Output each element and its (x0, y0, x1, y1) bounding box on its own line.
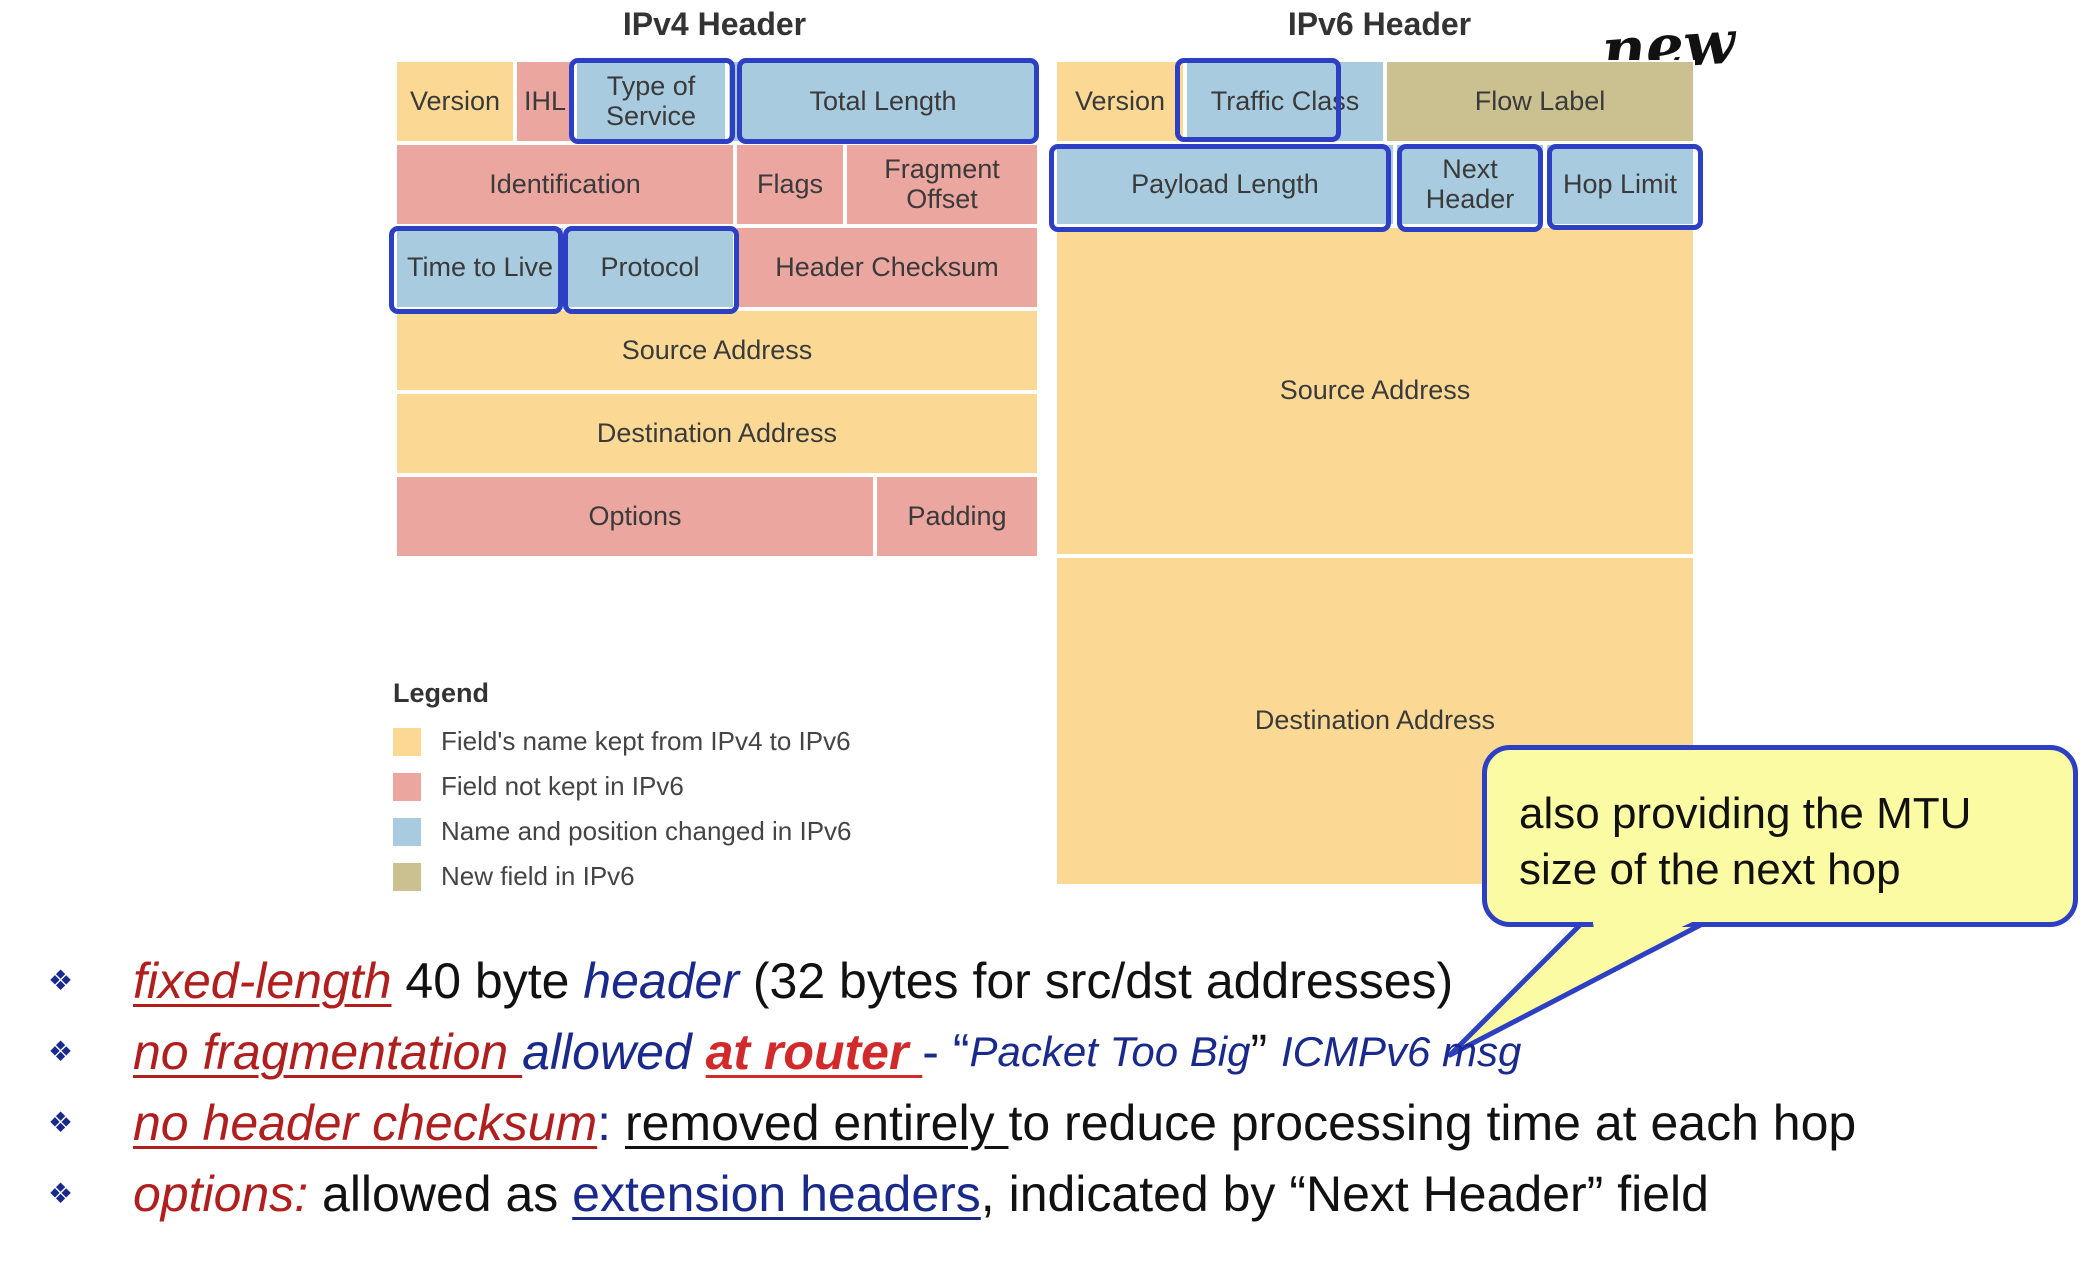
bullet-text: : (597, 1094, 625, 1151)
legend-swatch-new (393, 862, 421, 891)
ipv4-destination-address: Destination Address (395, 392, 1039, 475)
ipv6-version: Version (1055, 60, 1185, 143)
bullet-icon: ❖ (48, 1178, 74, 1209)
bullet-text: (32 bytes for src/dst addresses) (739, 952, 1454, 1009)
bullet-text: allowed (522, 1023, 706, 1080)
bullet-text: options: (133, 1165, 309, 1222)
ipv4-ihl: IHL (515, 60, 575, 143)
bullet-text: to reduce processing time at each hop (1008, 1094, 1857, 1151)
bullet-no-fragmentation: ❖ no fragmentation allowed at router - “… (42, 1016, 1856, 1087)
ipv4-fragment-offset: Fragment Offset (845, 143, 1039, 226)
bullet-fixed-length: ❖ fixed-length 40 byte header (32 bytes … (42, 945, 1856, 1016)
bullet-icon: ❖ (48, 1107, 74, 1138)
ipv4-time-to-live: Time to Live (395, 226, 565, 309)
bullet-text: , indicated by “Next Header” field (980, 1165, 1709, 1222)
bullet-text: allowed as (308, 1165, 573, 1222)
legend-label: Name and position changed in IPv6 (441, 816, 852, 846)
legend-label: Field not kept in IPv6 (441, 771, 684, 801)
highlight-total-length (737, 58, 1039, 144)
ipv4-flags: Flags (735, 143, 845, 226)
legend-label: Field's name kept from IPv4 to IPv6 (441, 726, 851, 756)
ipv6-destination-address: Destination Address (1055, 556, 1695, 886)
legend-title: Legend (393, 678, 490, 708)
legend-item-changed: Name and position changed in IPv6 (393, 809, 852, 854)
bullet-text: - “ (922, 1023, 970, 1080)
bullet-no-header-checksum: ❖ no header checksum : removed entirely … (42, 1087, 1856, 1158)
highlight-traffic-class (1175, 58, 1341, 142)
header-comparison-figure: IPv4 Header IPv6 Header new Version IHL … (387, 0, 1738, 900)
highlight-protocol (563, 226, 739, 314)
ipv4-type-of-service: Type of Service (575, 60, 727, 143)
legend-swatch-changed (393, 817, 421, 846)
bullet-options: ❖ options: allowed as extension headers … (42, 1158, 1856, 1229)
ipv6-next-header: Next Header (1395, 143, 1545, 226)
ipv4-options: Options (395, 475, 875, 558)
ipv4-source-address: Source Address (395, 309, 1039, 392)
ipv6-title: IPv6 Header (1287, 6, 1472, 42)
highlight-next-header (1397, 144, 1543, 232)
legend-item-kept: Field's name kept from IPv4 to IPv6 (393, 719, 852, 764)
legend-swatch-kept (393, 727, 421, 756)
legend-label: New field in IPv6 (441, 861, 635, 891)
ipv4-padding: Padding (875, 475, 1039, 558)
bullet-text: no header checksum (133, 1094, 598, 1151)
ipv6-source-address: Source Address (1055, 226, 1695, 556)
highlight-time-to-live (389, 226, 563, 314)
bullet-icon: ❖ (48, 965, 74, 996)
bullet-text: header (583, 952, 739, 1009)
bullet-text: removed entirely (624, 1094, 1009, 1151)
ipv6-payload-length: Payload Length (1055, 143, 1395, 226)
bullet-text: Packet Too Big (969, 1027, 1251, 1075)
highlight-payload-length (1049, 144, 1391, 232)
bullet-icon: ❖ (48, 1036, 74, 1067)
ipv4-header-checksum: Header Checksum (735, 226, 1039, 309)
highlight-type-of-service (569, 58, 735, 144)
mtu-callout: also providing the MTU size of the next … (1482, 745, 2078, 927)
legend: Legend Field's name kept from IPv4 to IP… (393, 678, 852, 899)
ipv6-traffic-class: Traffic Class (1185, 60, 1385, 143)
callout-text: also providing the MTU size of the next … (1519, 789, 1972, 894)
highlight-hop-limit (1547, 144, 1703, 230)
ipv4-identification: Identification (395, 143, 735, 226)
bullet-text: fixed-length (133, 952, 392, 1009)
ipv4-title: IPv4 Header (622, 6, 807, 42)
bullet-text: ” (1250, 1023, 1282, 1080)
ipv6-hop-limit: Hop Limit (1545, 143, 1695, 226)
legend-swatch-not-kept (393, 772, 421, 801)
bullet-text: ICMPv6 msg (1281, 1027, 1522, 1075)
bullet-text: extension headers (572, 1165, 981, 1222)
legend-item-new: New field in IPv6 (393, 854, 852, 899)
bullet-text: no fragmentation (133, 1023, 523, 1080)
bullet-list: ❖ fixed-length 40 byte header (32 bytes … (42, 945, 1856, 1229)
bullet-text: at router (705, 1023, 923, 1080)
legend-item-not-kept: Field not kept in IPv6 (393, 764, 852, 809)
ipv4-version: Version (395, 60, 515, 143)
ipv6-flow-label: Flow Label (1385, 60, 1695, 143)
bullet-text: 40 byte (391, 952, 584, 1009)
